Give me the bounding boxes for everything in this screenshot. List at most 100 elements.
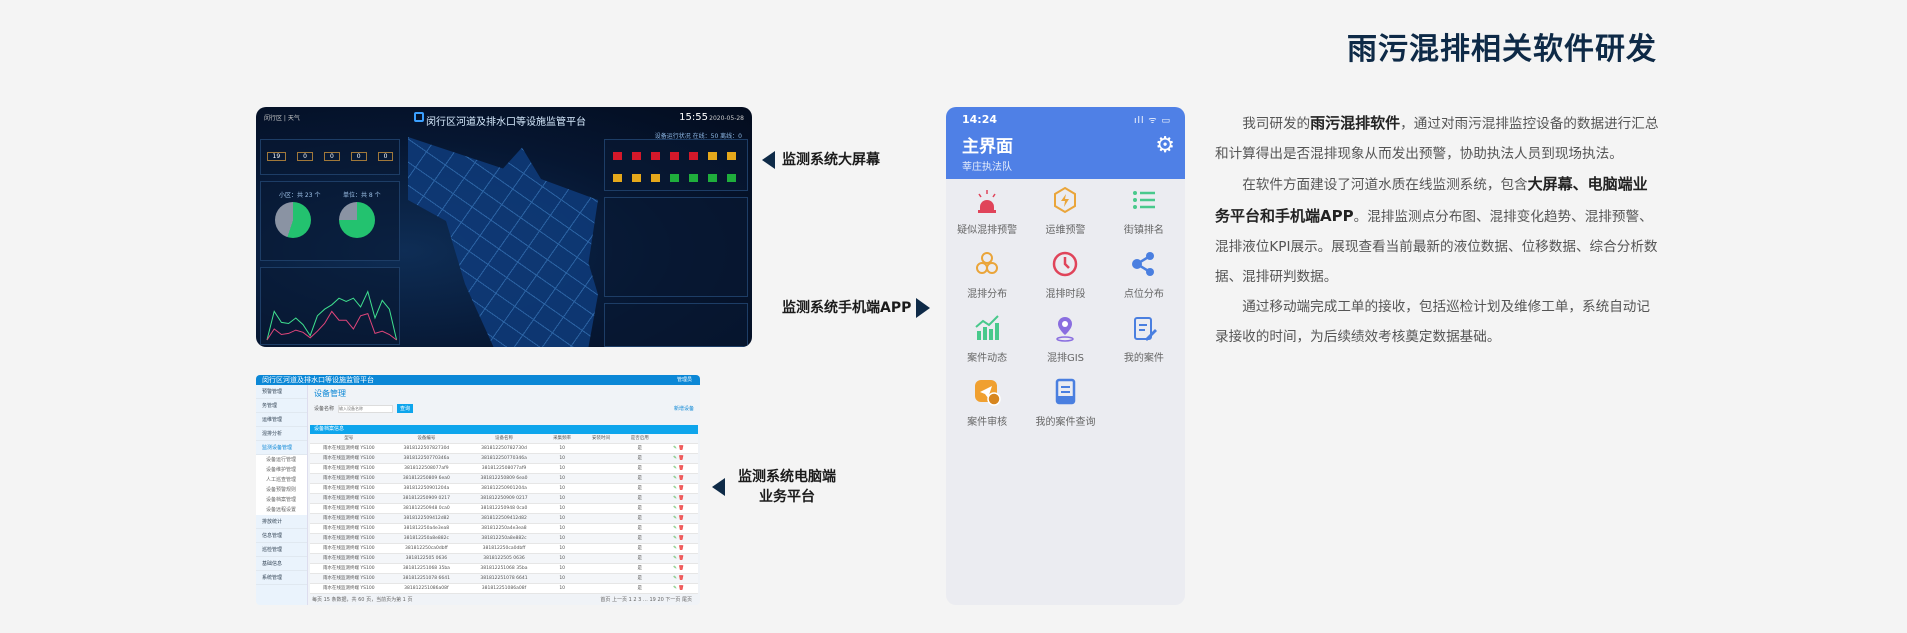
app-screen-title: 主界面 <box>962 137 1013 157</box>
platform-logo <box>414 112 424 122</box>
delete-icon[interactable]: 🗑 <box>678 526 685 531</box>
district-map <box>408 137 598 347</box>
row-actions[interactable]: ✎ 🗑 <box>659 534 698 543</box>
delete-icon[interactable]: 🗑 <box>678 486 685 491</box>
edit-icon[interactable]: ✎ <box>673 526 677 531</box>
row-actions[interactable]: ✎ 🗑 <box>659 514 698 523</box>
edit-icon[interactable]: ✎ <box>673 576 677 581</box>
menu-item-paper-plane-badge[interactable]: 案件审核 <box>948 377 1026 429</box>
sidebar-item[interactable]: 设备远程设置 <box>256 505 307 515</box>
sidebar-item[interactable]: 设备档案管理 <box>256 495 307 505</box>
table-cell: 3818122505 0636 <box>483 556 525 561</box>
row-actions[interactable]: ✎ 🗑 <box>659 454 698 463</box>
sidebar-item[interactable]: 巡检管理 <box>256 543 307 557</box>
row-actions[interactable]: ✎ 🗑 <box>659 464 698 473</box>
table-cell <box>582 454 621 463</box>
edit-icon[interactable]: ✎ <box>673 486 677 491</box>
delete-icon[interactable]: 🗑 <box>678 506 685 511</box>
sidebar-item[interactable]: 监测设备管理 <box>256 441 307 455</box>
row-actions[interactable]: ✎ 🗑 <box>659 504 698 513</box>
row-actions[interactable]: ✎ 🗑 <box>659 474 698 483</box>
menu-item-location-pin[interactable]: 混排GIS <box>1026 313 1104 365</box>
clipboard-edit-icon <box>1133 317 1157 341</box>
table-cell: 3818122509412d82 <box>403 516 450 521</box>
menu-item-siren[interactable]: 疑似混排预警 <box>948 185 1026 237</box>
sidebar-item[interactable]: 信息管理 <box>256 529 307 543</box>
column-header: 设备名称 <box>494 436 513 441</box>
table-cell: 381812251068 35ba <box>402 566 450 571</box>
edit-icon[interactable]: ✎ <box>673 516 677 521</box>
sidebar-item[interactable]: 设备运行管理 <box>256 455 307 465</box>
delete-icon[interactable]: 🗑 <box>678 446 685 451</box>
delete-icon[interactable]: 🗑 <box>678 516 685 521</box>
table-cell: 10 <box>559 506 566 511</box>
row-actions[interactable]: ✎ 🗑 <box>659 554 698 563</box>
search-button[interactable]: 查询 <box>397 404 414 413</box>
row-actions[interactable]: ✎ 🗑 <box>659 484 698 493</box>
sidebar-item[interactable]: 运维管理 <box>256 413 307 427</box>
sidebar-item[interactable]: 设备预警规则 <box>256 485 307 495</box>
dash-status: 设备运行状况 在线：50 离线：0 <box>654 133 742 140</box>
menu-item-clock[interactable]: 混排时段 <box>1026 249 1104 301</box>
table-cell: 3818122508077af9 <box>404 466 449 471</box>
menu-item-hexagons[interactable]: 混排分布 <box>948 249 1026 301</box>
menu-item-clipboard-edit[interactable]: 我的案件 <box>1105 313 1183 365</box>
edit-icon[interactable]: ✎ <box>673 566 677 571</box>
edit-icon[interactable]: ✎ <box>673 446 677 451</box>
paper-plane-badge-icon <box>975 380 1001 406</box>
menu-item-list[interactable]: 街镇排名 <box>1105 185 1183 237</box>
table-cell <box>582 484 621 493</box>
search-input[interactable] <box>338 404 394 413</box>
delete-icon[interactable]: 🗑 <box>678 476 685 481</box>
sidebar-item[interactable]: 人工巡查管理 <box>256 475 307 485</box>
delete-icon[interactable]: 🗑 <box>678 456 685 461</box>
sidebar-item[interactable]: 系统管理 <box>256 571 307 585</box>
menu-item-doc-search[interactable]: 我的案件查询 <box>1026 377 1104 429</box>
edit-icon[interactable]: ✎ <box>673 556 677 561</box>
row-actions[interactable]: ✎ 🗑 <box>659 584 698 593</box>
delete-icon[interactable]: 🗑 <box>678 576 685 581</box>
chart-up-icon <box>975 315 1000 340</box>
sidebar-item[interactable]: 务管理 <box>256 399 307 413</box>
edit-icon[interactable]: ✎ <box>673 496 677 501</box>
pagination[interactable]: 首页 上一页 1 2 3 … 19 20 下一页 尾页 <box>600 597 692 603</box>
delete-icon[interactable]: 🗑 <box>678 586 685 591</box>
menu-item-chart-up[interactable]: 案件动态 <box>948 313 1026 365</box>
menu-item-bolt-hexagon[interactable]: 运维预警 <box>1026 185 1104 237</box>
edit-icon[interactable]: ✎ <box>673 466 677 471</box>
table-cell: 是 <box>637 456 643 461</box>
edit-icon[interactable]: ✎ <box>673 546 677 551</box>
line-chart <box>266 290 398 341</box>
row-actions[interactable]: ✎ 🗑 <box>659 564 698 573</box>
row-actions[interactable]: ✎ 🗑 <box>659 574 698 583</box>
delete-icon[interactable]: 🗑 <box>678 496 685 501</box>
delete-icon[interactable]: 🗑 <box>678 566 685 571</box>
edit-icon[interactable]: ✎ <box>673 456 677 461</box>
row-actions[interactable]: ✎ 🗑 <box>659 444 698 453</box>
sidebar-item[interactable]: 设备维护管理 <box>256 465 307 475</box>
delete-icon[interactable]: 🗑 <box>678 536 685 541</box>
gear-icon[interactable]: ⚙ <box>1155 133 1175 158</box>
menu-item-share[interactable]: 点位分布 <box>1105 249 1183 301</box>
row-actions[interactable]: ✎ 🗑 <box>659 494 698 503</box>
delete-icon[interactable]: 🗑 <box>678 466 685 471</box>
edit-icon[interactable]: ✎ <box>673 586 677 591</box>
series-line_a <box>266 290 398 341</box>
sidebar-item[interactable]: 预警管理 <box>256 385 307 399</box>
alert-marker <box>689 174 698 182</box>
sidebar-item[interactable]: 排放统计 <box>256 515 307 529</box>
table-cell: 381812250a4e3ea8 <box>481 526 527 531</box>
row-actions[interactable]: ✎ 🗑 <box>659 544 698 553</box>
user-menu[interactable]: 管理员 <box>676 377 692 383</box>
edit-icon[interactable]: ✎ <box>673 476 677 481</box>
add-device-button[interactable]: 新增设备 <box>673 406 694 412</box>
delete-icon[interactable]: 🗑 <box>678 546 685 551</box>
sidebar-item[interactable]: 混排分析 <box>256 427 307 441</box>
edit-icon[interactable]: ✎ <box>673 506 677 511</box>
sidebar-item[interactable]: 基础信息 <box>256 557 307 571</box>
edit-icon[interactable]: ✎ <box>673 536 677 541</box>
delete-icon[interactable]: 🗑 <box>678 556 685 561</box>
row-actions[interactable]: ✎ 🗑 <box>659 524 698 533</box>
